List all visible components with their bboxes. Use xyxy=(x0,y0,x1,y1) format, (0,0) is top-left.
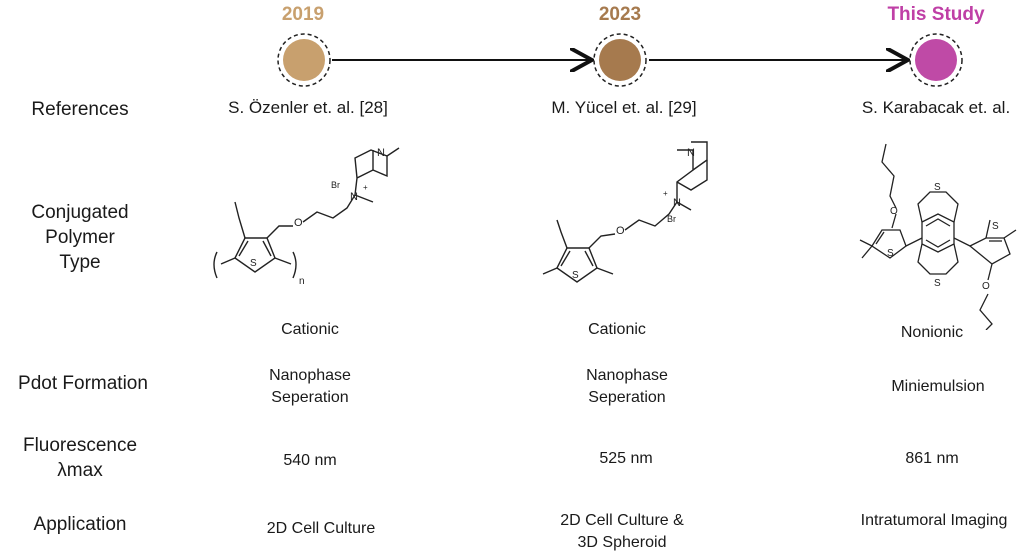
application-col-2: 2D Cell Culture & 3D Spheroid xyxy=(502,510,742,554)
structure-2-plus-label: + xyxy=(663,189,668,198)
reference-col-1: S. Özenler et. al. [28] xyxy=(228,98,388,117)
structure-1-n-subscript: n xyxy=(299,276,305,287)
application-col-2-line-2: 3D Spheroid xyxy=(577,534,667,551)
charge-col-3: Nonionic xyxy=(900,324,964,341)
application-col-3: Intratumoral Imaging xyxy=(814,510,1024,532)
application-col-1-line-1: 2D Cell Culture xyxy=(266,520,376,537)
structure-2-n2-label: N xyxy=(687,147,695,159)
row-label-polymer-line-3: Type xyxy=(59,252,101,273)
row-label-polymer-line-2: Polymer xyxy=(45,227,115,248)
structure-1-plus-label: + xyxy=(363,183,368,192)
formation-col-3: Miniemulsion xyxy=(818,376,1024,398)
application-col-3-line-1: Intratumoral Imaging xyxy=(860,512,1008,529)
row-label-fluorescence-line-1: Fluorescence xyxy=(22,435,138,456)
row-label-pdot-formation: Pdot Formation xyxy=(18,373,148,394)
structure-3-nonionic-polymer: S S S S O O xyxy=(859,143,1017,330)
year-this-study: This Study xyxy=(887,4,985,25)
timeline-dot-2023 xyxy=(593,33,647,87)
timeline-dot-this-study xyxy=(909,33,963,87)
structure-1-o-label: O xyxy=(294,217,303,229)
structure-3-o1-label: O xyxy=(890,206,898,217)
application-col-1: 2D Cell Culture xyxy=(201,518,441,540)
structure-3-s4-label: S xyxy=(934,278,941,289)
row-label-polymer-type: Conjugated Polymer Type xyxy=(0,200,160,275)
structure-2-o-label: O xyxy=(616,225,625,237)
charge-col-2: Cationic xyxy=(588,321,646,338)
structure-3-s3-label: S xyxy=(934,182,941,193)
formation-col-1: Nanophase Seperation xyxy=(190,365,430,409)
row-label-references: References xyxy=(31,99,129,120)
structure-2-n1-label: N xyxy=(673,197,681,209)
charge-col-1: Cationic xyxy=(281,321,339,338)
structure-1-cationic-polythiophene: S O N N + Br n xyxy=(213,147,400,287)
year-2023: 2023 xyxy=(598,4,642,25)
timeline-graphic xyxy=(277,33,963,87)
structure-2-cationic-polythiophene: S O N N + Br xyxy=(542,141,708,283)
structure-1-s-label: S xyxy=(250,258,257,269)
year-2019: 2019 xyxy=(281,4,325,25)
structure-1-br-label: Br xyxy=(331,180,340,190)
formation-col-3-line-1: Miniemulsion xyxy=(891,378,985,395)
reference-col-2: M. Yücel et. al. [29] xyxy=(551,98,697,117)
application-col-2-line-1: 2D Cell Culture & xyxy=(560,512,684,529)
structure-3-s1-label: S xyxy=(887,248,894,259)
structure-1-n2-label: N xyxy=(377,147,385,159)
row-label-polymer-line-1: Conjugated xyxy=(31,202,129,223)
row-label-application: Application xyxy=(33,514,127,535)
formation-col-2-line-1: Nanophase xyxy=(586,367,668,384)
lambda-col-2: 525 nm xyxy=(599,450,653,467)
structure-2-br-label: Br xyxy=(667,214,676,224)
formation-col-2-line-2: Seperation xyxy=(588,389,666,406)
timeline-dot-2019 xyxy=(277,33,331,87)
formation-col-1-line-1: Nanophase xyxy=(269,367,351,384)
formation-col-2: Nanophase Seperation xyxy=(507,365,747,409)
formation-col-1-line-2: Seperation xyxy=(271,389,349,406)
row-label-fluorescence: Fluorescence λmax xyxy=(0,433,160,483)
reference-col-3: S. Karabacak et. al. xyxy=(861,98,1011,117)
lambda-col-3: 861 nm xyxy=(905,450,959,467)
structure-1-n1-label: N xyxy=(350,191,358,203)
structure-3-o2-label: O xyxy=(982,281,990,292)
structure-2-s-label: S xyxy=(572,270,579,281)
lambda-col-1: 540 nm xyxy=(283,452,337,469)
structure-3-s2-label: S xyxy=(992,221,999,232)
row-label-fluorescence-line-2: λmax xyxy=(57,460,103,481)
